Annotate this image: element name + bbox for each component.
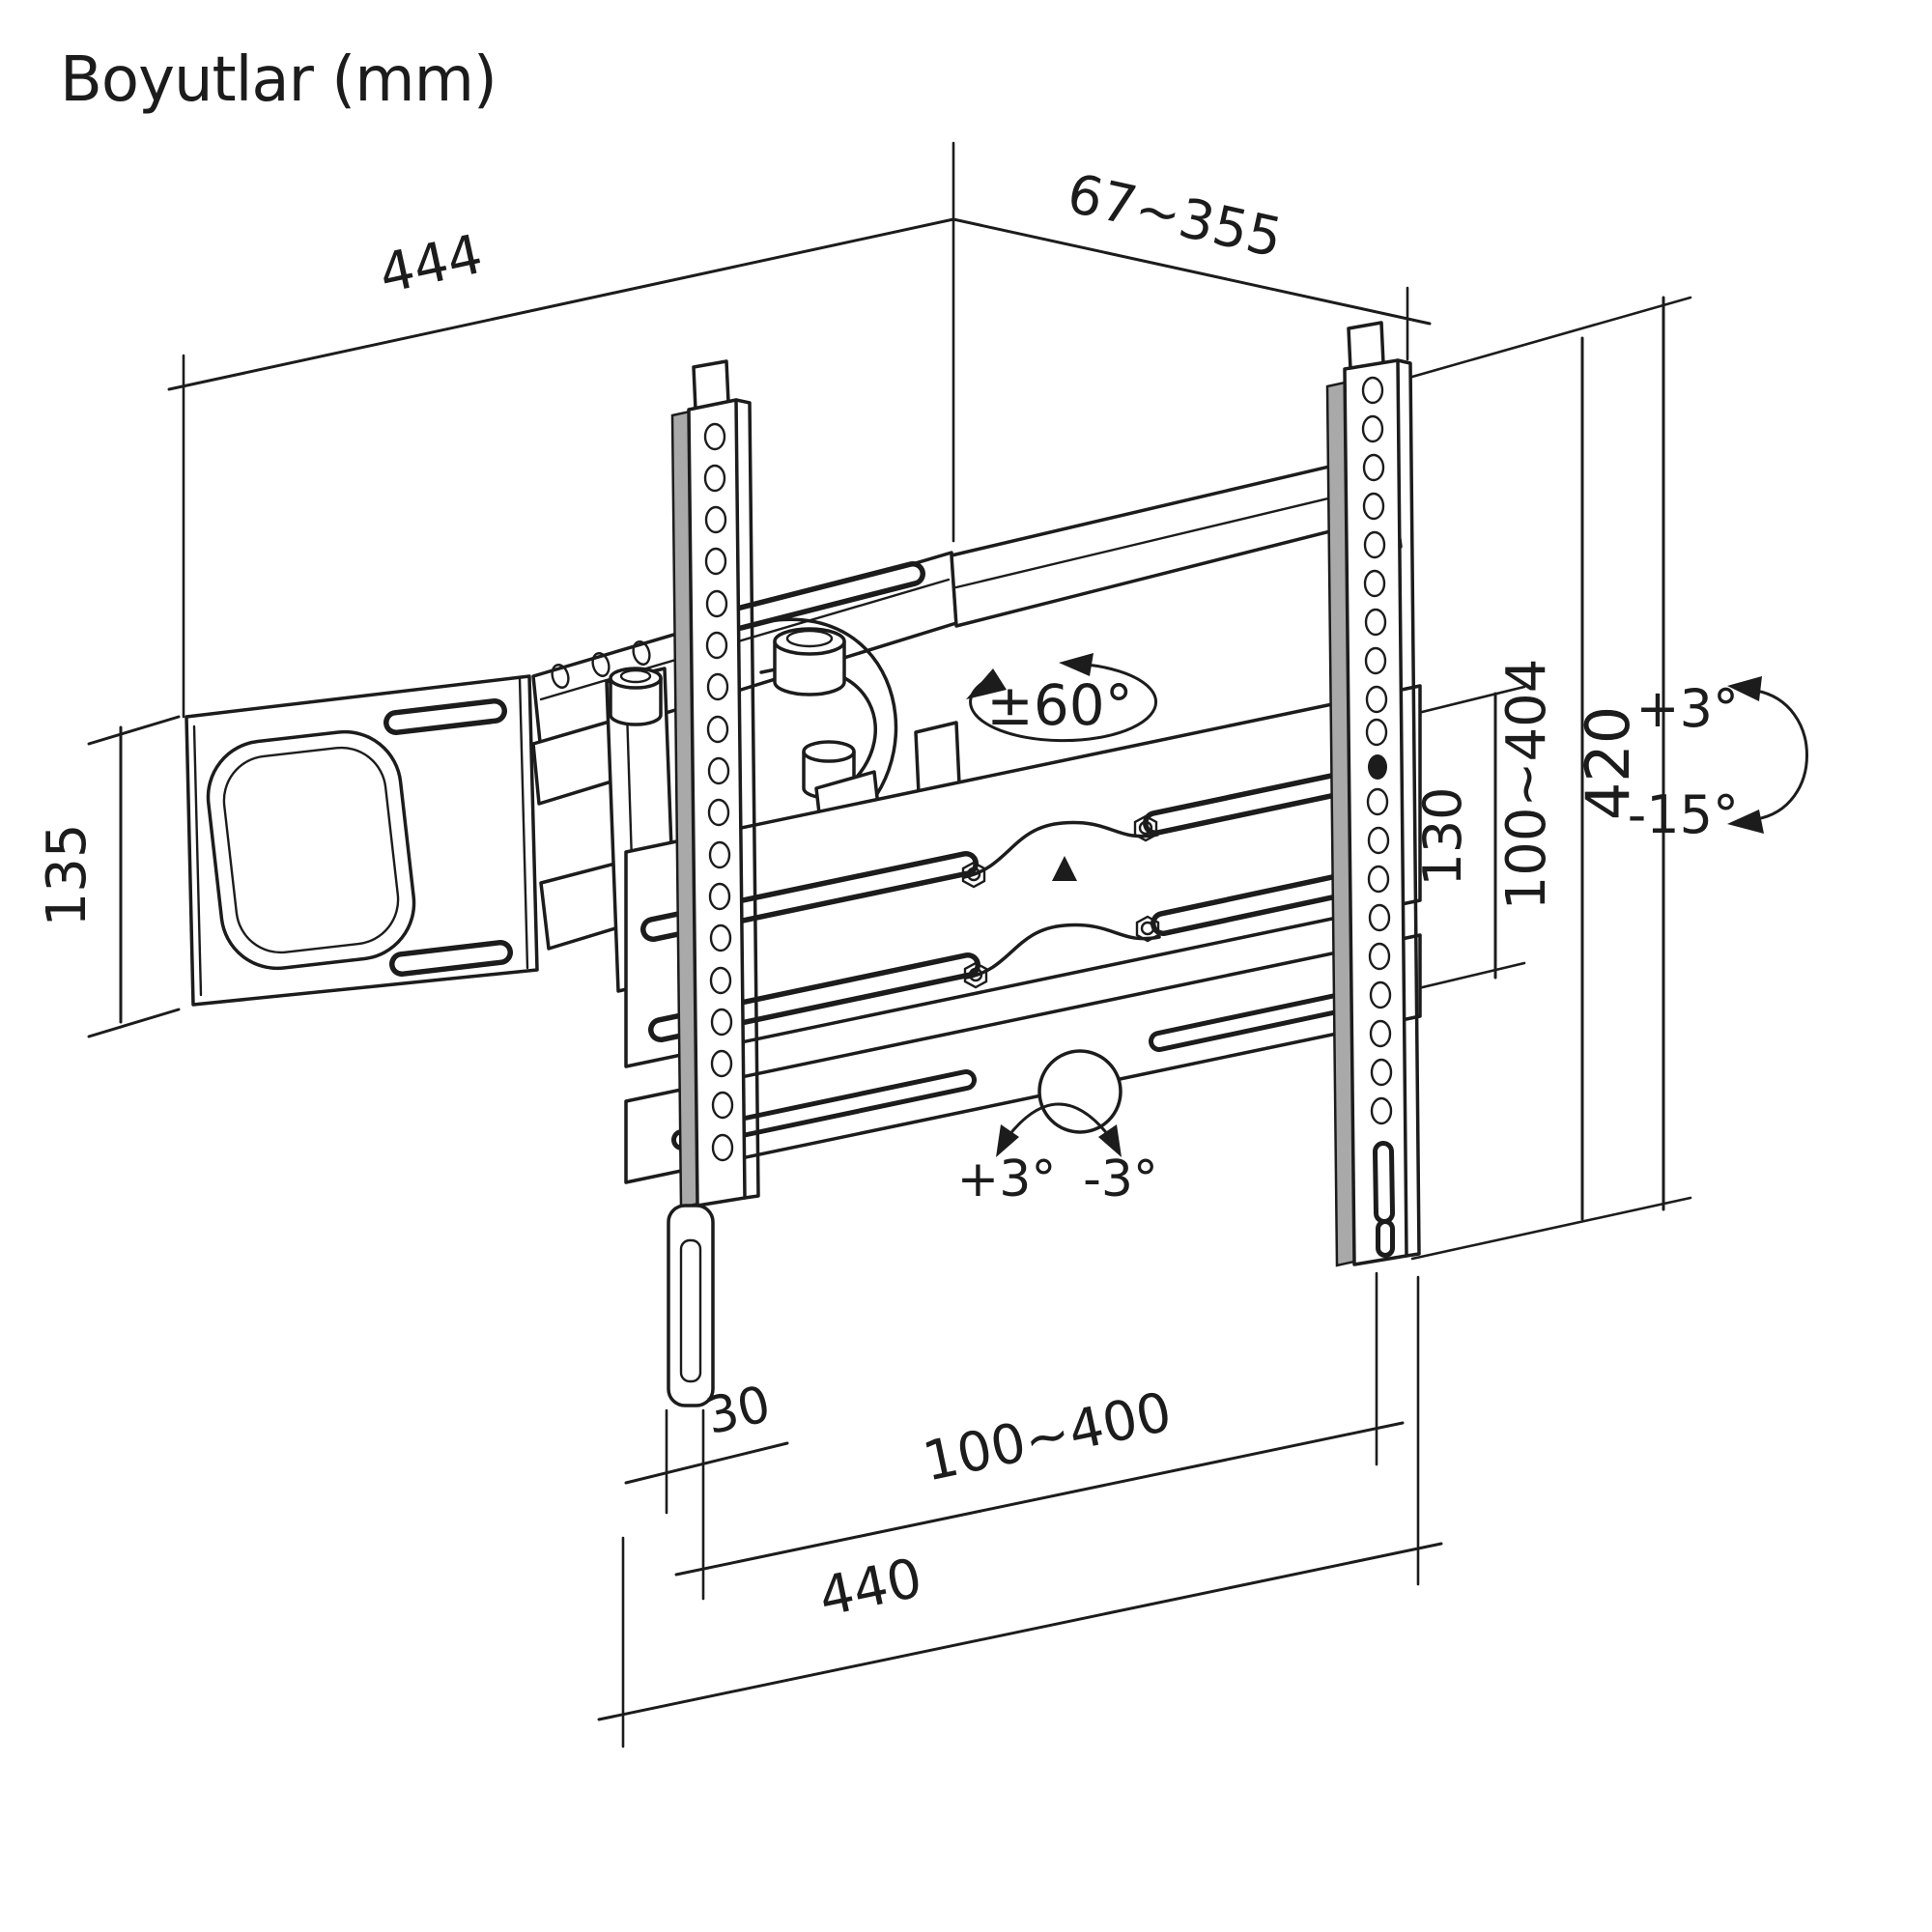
wall-mount-assembly [185, 321, 1422, 1407]
dim-line-440 [597, 1542, 1443, 1721]
label-tilt-up: +3° [1635, 678, 1739, 739]
label-swivel-angle: ±60° [986, 672, 1132, 738]
label-hook-depth: 30 [700, 1376, 776, 1446]
page-title: Boyutlar (mm) [60, 44, 497, 116]
tilt-arrow [1727, 676, 1808, 834]
label-vesa-vertical: 100~404 [1495, 659, 1558, 911]
dim-line-100-400 [674, 1421, 1405, 1577]
label-bracket-height: 420 [1573, 706, 1643, 820]
label-extension-depth: 67~355 [1062, 162, 1288, 270]
dim-line-135 [87, 715, 181, 1038]
hex-nuts [961, 814, 1160, 989]
label-hook-spacing: 130 [1412, 786, 1473, 886]
rail-bottom-hook [667, 1204, 715, 1407]
label-roll-left: +3° [957, 1151, 1057, 1208]
label-roll-right: -3° [1083, 1151, 1158, 1208]
round-notch [1037, 1049, 1122, 1134]
dim-line-444 [167, 217, 955, 391]
label-tilt-down: -15° [1628, 784, 1739, 845]
swivel-arrow [966, 653, 1158, 743]
label-arm-length: 444 [374, 223, 488, 306]
wall-plate [185, 674, 539, 1007]
roll-arrow [996, 1102, 1122, 1157]
rail-holes [1361, 376, 1393, 1125]
rail-holes [703, 422, 734, 1162]
label-crossbar-width: 440 [813, 1547, 927, 1630]
right-tv-rail [1325, 321, 1421, 1267]
extension-lines [182, 141, 1692, 1748]
dimension-lines [87, 217, 1808, 1721]
dim-line-67-355 [952, 217, 1432, 326]
brand-triangle-logo [1052, 856, 1077, 881]
center-tv-rail [667, 359, 760, 1407]
dim-line-30 [624, 1441, 789, 1485]
label-wall-plate-height: 135 [36, 824, 99, 927]
